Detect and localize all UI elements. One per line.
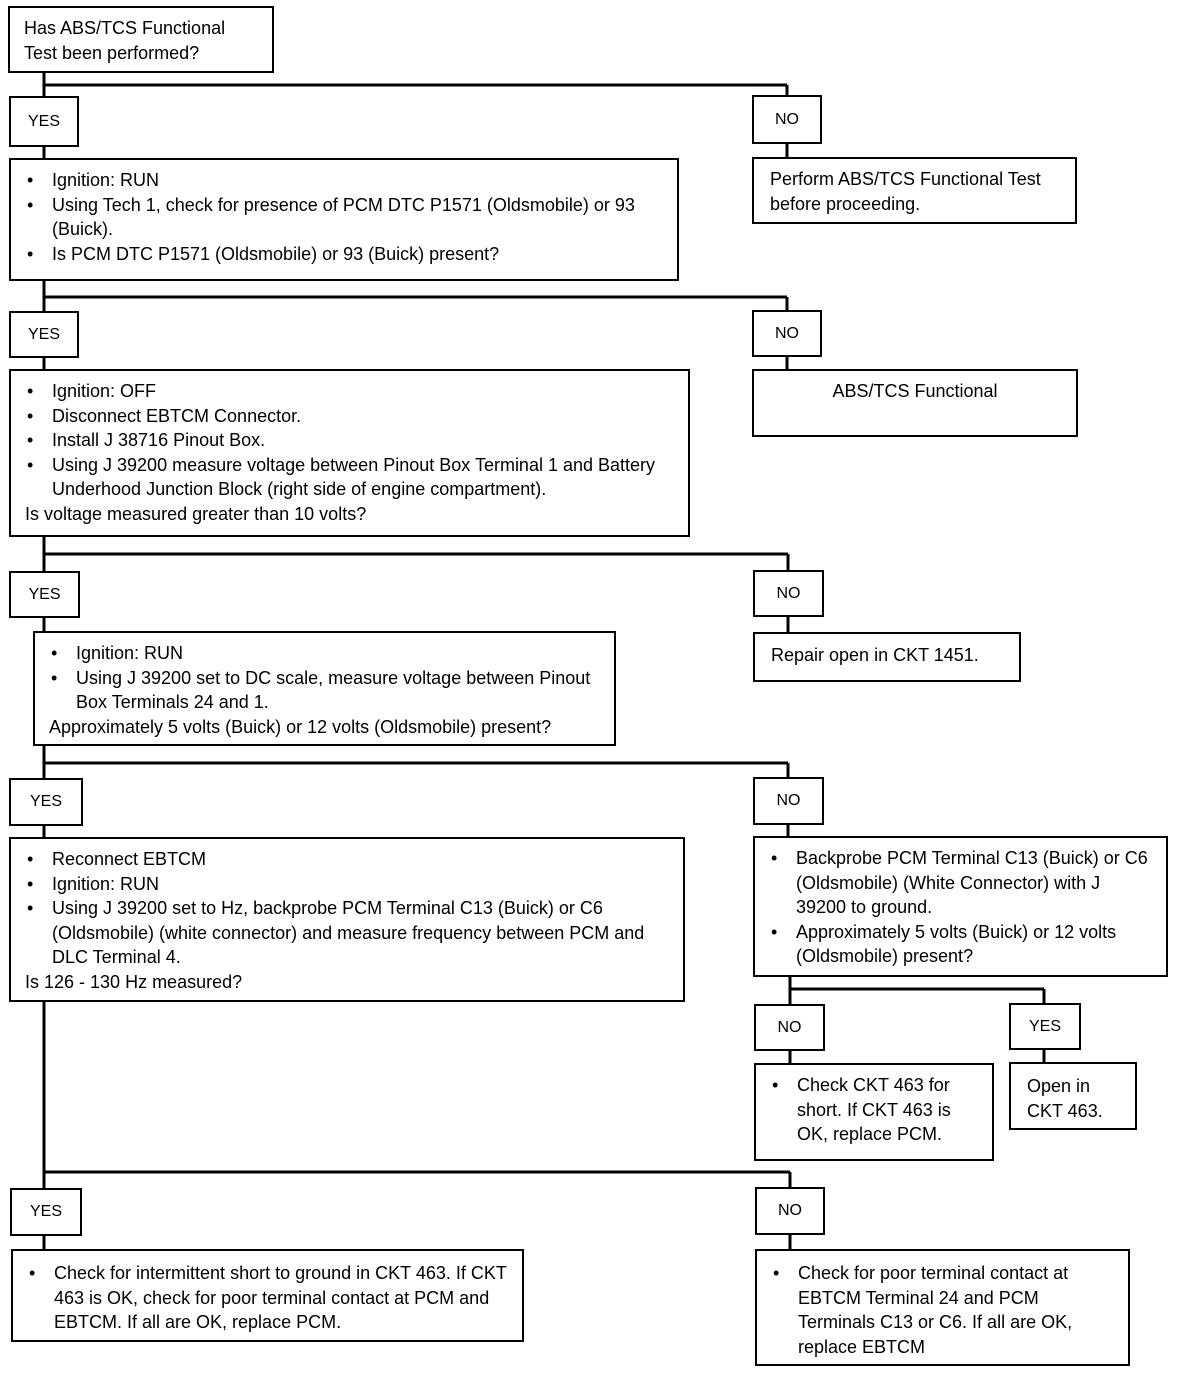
step1-no-label: NO [752, 95, 822, 144]
step4-no-sub-yes-text: Open in CKT 463. [1027, 1076, 1103, 1121]
step5-no-box: Check for poor terminal contact at EBTCM… [755, 1249, 1130, 1366]
step1-no-text: Perform ABS/TCS Functional Test before p… [770, 169, 1041, 214]
step3-no-box: Repair open in CKT 1451. [753, 632, 1021, 682]
step4-no-sub-yes-label: YES [1009, 1003, 1081, 1050]
step1-bullet-2: Using Tech 1, check for presence of PCM … [25, 193, 663, 242]
step2-no-text: ABS/TCS Functional [832, 381, 998, 401]
step4-no-label: NO [753, 777, 824, 825]
step4-no-sub-no-box: Check CKT 463 for short. If CKT 463 is O… [754, 1063, 994, 1161]
step4-no-bullet-1: Backprobe PCM Terminal C13 (Buick) or C6… [769, 846, 1152, 920]
step4-yes-label: YES [9, 778, 83, 826]
step1-no-box: Perform ABS/TCS Functional Test before p… [752, 157, 1077, 224]
step4-question: Is 126 - 130 Hz measured? [25, 971, 243, 992]
step5-no-label: NO [755, 1187, 825, 1235]
step2-no-box: ABS/TCS Functional [752, 369, 1078, 437]
step4-no-box: Backprobe PCM Terminal C13 (Buick) or C6… [753, 836, 1168, 977]
start-question-line-2: Test been performed? [24, 42, 200, 63]
step3-no-text: Repair open in CKT 1451. [771, 645, 979, 665]
step3-yes-box: Ignition: RUN Using J 39200 set to DC sc… [33, 631, 616, 746]
step4-no-bullet-2: Approximately 5 volts (Buick) or 12 volt… [769, 920, 1152, 969]
step4-no-sub-yes-box: Open in CKT 463. [1009, 1062, 1137, 1130]
step2-yes-box: Ignition: OFF Disconnect EBTCM Connector… [9, 369, 690, 537]
start-question-line-1: Has ABS/TCS Functional [24, 18, 226, 38]
step2-bullet-3: Install J 38716 Pinout Box. [25, 428, 674, 453]
step3-yes-label: YES [9, 571, 80, 618]
step3-bullet-2: Using J 39200 set to DC scale, measure v… [49, 666, 600, 715]
step3-question: Approximately 5 volts (Buick) or 12 volt… [49, 716, 552, 737]
step2-bullet-2: Disconnect EBTCM Connector. [25, 404, 674, 429]
step2-question: Is voltage measured greater than 10 volt… [25, 503, 367, 524]
start-question-box: Has ABS/TCS Functional Test been perform… [8, 6, 274, 73]
step2-bullet-1: Ignition: OFF [25, 379, 674, 404]
step2-no-label: NO [752, 310, 822, 357]
step1-bullet-3: Is PCM DTC P1571 (Oldsmobile) or 93 (Bui… [25, 242, 663, 267]
step3-no-label: NO [753, 570, 824, 617]
step5-yes-bullet-1: Check for intermittent short to ground i… [27, 1261, 508, 1335]
step5-yes-label: YES [10, 1188, 82, 1236]
step2-bullet-4: Using J 39200 measure voltage between Pi… [25, 453, 674, 502]
step5-no-bullet-1: Check for poor terminal contact at EBTCM… [771, 1261, 1114, 1359]
step2-yes-label: YES [9, 311, 79, 358]
step4-no-sub-no-label: NO [754, 1004, 825, 1051]
step4-no-sub-no-bullet-1: Check CKT 463 for short. If CKT 463 is O… [770, 1073, 978, 1147]
step5-yes-box: Check for intermittent short to ground i… [11, 1249, 524, 1342]
step3-bullet-1: Ignition: RUN [49, 641, 600, 666]
step4-bullet-1: Reconnect EBTCM [25, 847, 669, 872]
step4-bullet-2: Ignition: RUN [25, 872, 669, 897]
step1-bullet-1: Ignition: RUN [25, 168, 663, 193]
step1-yes-box: Ignition: RUN Using Tech 1, check for pr… [9, 158, 679, 281]
step1-yes-label: YES [9, 96, 79, 147]
step4-yes-box: Reconnect EBTCM Ignition: RUN Using J 39… [9, 837, 685, 1002]
step4-bullet-3: Using J 39200 set to Hz, backprobe PCM T… [25, 896, 669, 970]
